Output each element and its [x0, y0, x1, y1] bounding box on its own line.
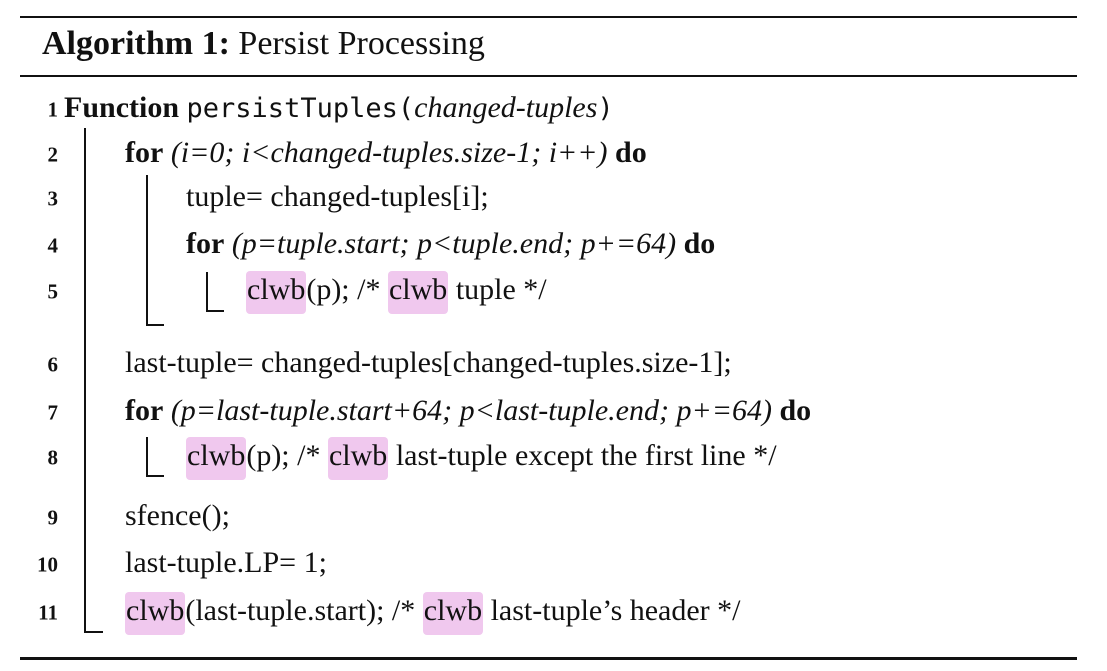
- loop-condition: (p=tuple.start; p<tuple.end; p+=64): [231, 227, 677, 260]
- line-number: 3: [47, 186, 59, 211]
- line-number: 2: [47, 142, 59, 167]
- function-scope-bracket: [84, 128, 86, 633]
- code-text: last-tuple= changed-tuples[changed-tuple…: [125, 346, 732, 379]
- clwb-highlight: clwb: [125, 592, 186, 635]
- outer-for-scope-bracket-foot: [146, 324, 164, 326]
- bottom-rule: [20, 657, 1077, 660]
- open-paren: (: [397, 93, 415, 124]
- code-text: tuple= changed-tuples[i];: [186, 180, 489, 213]
- inner-for-scope-bracket: [206, 272, 208, 312]
- code-text: for (p=last-tuple.start+64; p<last-tuple…: [125, 389, 811, 433]
- code-text: clwb(last-tuple.start); /* clwb last-tup…: [125, 589, 741, 635]
- code-segment: (p); /*: [246, 439, 328, 472]
- loop-condition: (p=last-tuple.start+64; p<last-tuple.end…: [170, 394, 772, 427]
- loop-condition: (i=0; i<changed-tuples.size-1; i++): [170, 136, 608, 169]
- for-keyword: for: [186, 227, 225, 260]
- last-for-scope-bracket-foot: [146, 475, 164, 477]
- code-segment: (p); /*: [306, 273, 388, 306]
- code-text: clwb(p); /* clwb tuple */: [246, 268, 547, 314]
- line-number: 8: [47, 445, 59, 470]
- outer-for-scope-bracket: [146, 175, 148, 326]
- algorithm-label: Algorithm 1:: [42, 25, 230, 62]
- function-scope-bracket-foot: [84, 631, 103, 633]
- code-segment: last-tuple’s header */: [483, 594, 741, 627]
- algorithm-title: Persist Processing: [238, 25, 485, 62]
- code-text: sfence();: [125, 499, 230, 532]
- clwb-highlight: clwb: [327, 437, 389, 480]
- caption-rule: [20, 75, 1077, 77]
- code-text: for (i=0; i<changed-tuples.size-1; i++) …: [125, 131, 647, 175]
- clwb-highlight: clwb: [186, 437, 247, 480]
- code-text: last-tuple.LP= 1;: [125, 546, 327, 579]
- code-segment: (last-tuple.start); /*: [185, 594, 423, 627]
- function-keyword: Function: [64, 91, 180, 124]
- do-keyword: do: [683, 227, 716, 260]
- code-text: Function persistTuples(changed-tuples): [64, 86, 614, 131]
- clwb-highlight: clwb: [246, 271, 307, 314]
- code-text: clwb(p); /* clwb last-tuple except the f…: [186, 434, 777, 480]
- line-number: 9: [47, 505, 59, 530]
- line-number: 10: [37, 552, 58, 577]
- top-rule: [20, 16, 1077, 18]
- function-argument: changed-tuples: [414, 91, 598, 124]
- line-number: 11: [38, 600, 58, 625]
- inner-for-scope-bracket-foot: [206, 310, 224, 312]
- clwb-highlight: clwb: [422, 592, 484, 635]
- do-keyword: do: [615, 136, 647, 169]
- for-keyword: for: [125, 136, 164, 169]
- code-segment: tuple */: [448, 273, 547, 306]
- last-for-scope-bracket: [146, 437, 148, 477]
- line-number: 6: [47, 352, 59, 377]
- line-number: 5: [47, 279, 59, 304]
- code-text: for (p=tuple.start; p<tuple.end; p+=64) …: [186, 222, 715, 266]
- algorithm-caption: Algorithm 1: Persist Processing: [42, 22, 485, 66]
- line-number: 1: [47, 97, 59, 122]
- for-keyword: for: [125, 394, 164, 427]
- line-number: 7: [47, 400, 59, 425]
- do-keyword: do: [779, 394, 812, 427]
- code-segment: last-tuple except the first line */: [388, 439, 777, 472]
- clwb-highlight: clwb: [387, 271, 449, 314]
- function-name: persistTuples: [186, 93, 398, 124]
- line-number: 4: [47, 233, 59, 258]
- close-paren: ): [597, 93, 614, 124]
